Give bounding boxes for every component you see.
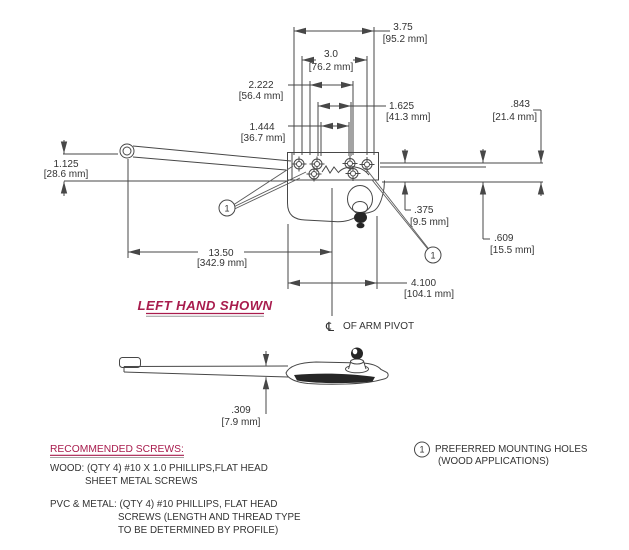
mounting-hole <box>291 156 307 172</box>
dim-13-50: 13.50 [342.9 mm] <box>127 159 332 269</box>
dim-1-125: 1.125 [28.6 mm] <box>44 140 89 196</box>
arm-bottom-edge <box>132 156 287 171</box>
crank-stud-cap <box>354 212 367 223</box>
dim-mm-text: [76.2 mm] <box>309 62 354 73</box>
dim-3-0: 3.0 [76.2 mm] <box>301 49 368 155</box>
dim-mm-text: [7.9 mm] <box>222 417 261 428</box>
callout-number: 1 <box>224 203 229 213</box>
legend-balloon <box>414 441 430 458</box>
crank-boss-arc <box>337 166 370 176</box>
dim-value-text: 1.625 <box>389 101 414 112</box>
dim-mm-text: [15.5 mm] <box>490 245 535 256</box>
legend-line2: (WOOD APPLICATIONS) <box>438 456 549 467</box>
dim-3-75: 3.75 [95.2 mm] <box>293 22 428 155</box>
arm-bottom-edge <box>123 371 289 378</box>
dim-1-444: 1.444 [36.7 mm] <box>241 122 350 156</box>
mounting-plate <box>287 152 379 181</box>
pvc-note-line3: TO BE DETERMINED BY PROFILE) <box>118 525 278 536</box>
dim-value-text: 3.0 <box>324 49 338 60</box>
dim-375: .375 [9.5 mm] <box>401 149 449 228</box>
crank-stud-ball-highlight <box>352 348 358 355</box>
arm-end-bushing-outer <box>119 143 135 159</box>
dim-value-text: 1.444 <box>249 122 274 133</box>
leader-line <box>234 177 301 210</box>
crank-stud-outer <box>347 185 373 213</box>
dim-4-100: 4.100 [104.1 mm] <box>287 216 454 300</box>
dim-value-text: 2.222 <box>248 80 273 91</box>
dim-mm-text: [95.2 mm] <box>383 34 428 45</box>
wood-note-line2: SHEET METAL SCREWS <box>85 476 198 487</box>
plate-break-zigzag <box>321 165 339 174</box>
dim-2-222: 2.222 [56.4 mm] <box>239 80 354 155</box>
callout-balloon <box>218 199 236 217</box>
leader-line <box>234 171 307 207</box>
top-view: 3.75 [95.2 mm] 3.0 [76.2 mm] 2.222 [56.4… <box>44 22 545 334</box>
dim-value-text: .309 <box>231 405 251 416</box>
dim-mm-text: [21.4 mm] <box>493 112 538 123</box>
dim-value-text: .375 <box>414 205 434 216</box>
crank-stud-ball <box>351 347 363 360</box>
dim-309: .309 [7.9 mm] <box>222 351 270 428</box>
wood-note-line1: WOOD: (QTY 4) #10 X 1.0 PHILLIPS,FLAT HE… <box>50 463 268 474</box>
pvc-note-line1: PVC & METAL: (QTY 4) #10 PHILLIPS, FLAT … <box>50 499 277 510</box>
dim-mm-text: [342.9 mm] <box>197 258 247 269</box>
dim-value-text: 4.100 <box>411 278 436 289</box>
crank-stud-tip <box>356 222 365 229</box>
leader-line <box>364 167 429 249</box>
mounting-holes-legend: 1 PREFERRED MOUNTING HOLES (WOOD APPLICA… <box>414 441 588 467</box>
arm-top-edge <box>132 145 292 162</box>
side-view: .309 [7.9 mm] <box>119 347 389 428</box>
dim-value-text: 13.50 <box>208 248 233 259</box>
leader-line <box>372 180 430 251</box>
operator-body-dark-band <box>294 373 375 384</box>
centerline-symbol: ℄ <box>325 319 334 334</box>
dim-843: .843 [21.4 mm] <box>493 99 545 196</box>
dim-mm-text: [9.5 mm] <box>410 217 449 228</box>
crank-stud-collar <box>350 358 364 365</box>
arm-top-edge <box>123 365 289 367</box>
dim-609: .609 [15.5 mm] <box>479 149 535 256</box>
dim-value-text: 3.75 <box>393 22 413 33</box>
callout-1-right: 1 <box>364 167 442 264</box>
callout-1-left: 1 <box>218 165 307 217</box>
arm-pivot-label: OF ARM PIVOT <box>343 321 414 332</box>
dim-mm-text: [28.6 mm] <box>44 169 89 180</box>
legend-number: 1 <box>419 445 424 455</box>
dim-value-text: .609 <box>494 233 514 244</box>
dim-value-text: 1.125 <box>53 159 78 170</box>
dim-mm-text: [41.3 mm] <box>386 112 431 123</box>
arm-end-cap <box>119 357 141 368</box>
dim-value-text: .843 <box>511 99 531 110</box>
callout-balloon <box>424 246 442 264</box>
notes-heading: RECOMMENDED SCREWS: <box>50 444 184 455</box>
legend-line1: PREFERRED MOUNTING HOLES <box>435 444 588 455</box>
dim-mm-text: [36.7 mm] <box>241 133 286 144</box>
recommended-screws-notes: RECOMMENDED SCREWS: WOOD: (QTY 4) #10 X … <box>50 444 301 536</box>
arm-end-bushing-inner <box>122 146 132 156</box>
pvc-note-line2: SCREWS (LENGTH AND THREAD TYPE <box>118 512 301 523</box>
dim-1-625: 1.625 [41.3 mm] <box>317 101 431 156</box>
leader-line <box>233 165 294 205</box>
left-hand-shown-label: LEFT HAND SHOWN <box>138 298 273 313</box>
dim-mm-text: [56.4 mm] <box>239 91 284 102</box>
callout-number: 1 <box>430 250 435 260</box>
dim-mm-text: [104.1 mm] <box>404 289 454 300</box>
